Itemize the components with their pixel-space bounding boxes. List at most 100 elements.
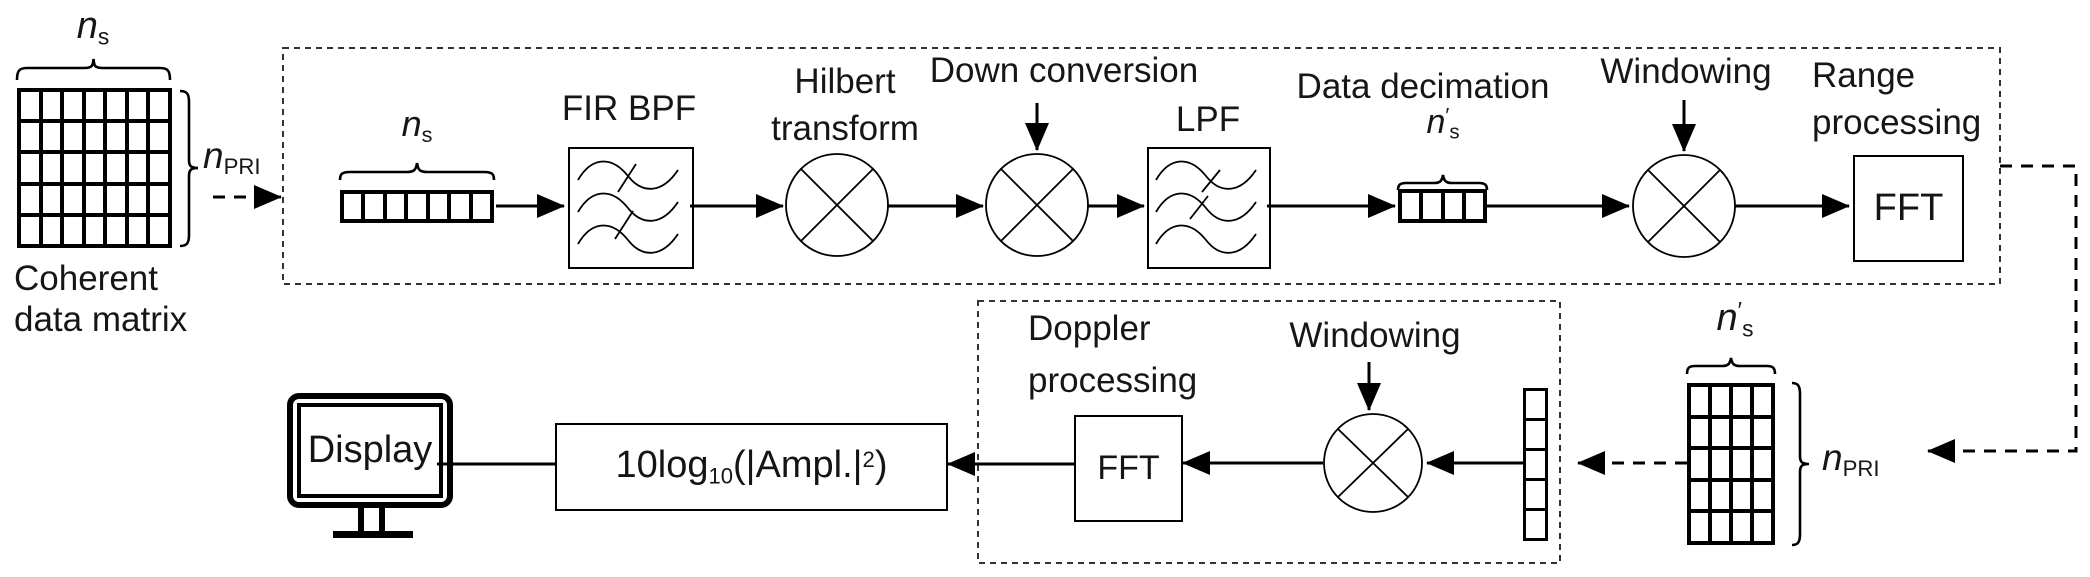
matrix-cell: [1712, 387, 1729, 415]
data-decimation-title: Data decimation: [1296, 67, 1550, 106]
matrix-cell: [365, 194, 383, 219]
range-profile-matrix-grid: [1687, 383, 1775, 545]
monitor-stand-pole: [358, 506, 385, 532]
matrix-cell: [128, 92, 147, 120]
matrix-cell: [128, 123, 147, 151]
matrix-cell: [21, 216, 39, 244]
range-processing-dashed-box: [282, 47, 2001, 285]
matrix-cell: [1733, 513, 1750, 541]
dashed-arrow-range-to-doppler-matrix: [1927, 164, 2078, 463]
lowpass-filter-icon: [1155, 160, 1257, 254]
matrix-cell: [42, 216, 61, 244]
flow-arrows: [437, 100, 1850, 476]
windowing-mixer-top-icon: [1632, 154, 1736, 258]
matrix-cell: [150, 216, 168, 244]
matrix-cell: [1691, 418, 1708, 447]
vector2-label: n′s: [1426, 103, 1460, 144]
matrix-cell: [451, 194, 469, 219]
matrix-cell: [64, 216, 82, 244]
doppler-fft-label: FFT: [1097, 449, 1160, 487]
matrix-cell: [429, 194, 448, 219]
down-conversion-mixer-icon: [985, 153, 1089, 257]
dashed-flow-arrows: [213, 164, 2078, 475]
matrix-cell: [386, 194, 405, 219]
matrix1-rows-label: nPRI: [203, 135, 261, 180]
matrix-cell: [1526, 391, 1545, 418]
matrix-cell: [1733, 418, 1750, 447]
lpf-block: [1147, 147, 1271, 269]
doppler-fft-block: FFT: [1074, 415, 1183, 522]
matrix-cell: [1754, 481, 1771, 510]
matrix-cell: [107, 154, 125, 182]
bandpass-filter-icon: [577, 160, 679, 254]
matrix2-cols-label: n′s: [1716, 297, 1754, 342]
display-label: Display: [307, 429, 433, 471]
matrix-cell: [150, 92, 168, 120]
matrix-cell: [1423, 193, 1441, 219]
matrix-cell: [1754, 450, 1771, 478]
matrix2-rows-label: nPRI: [1822, 437, 1880, 482]
brace-vector1: [338, 162, 496, 181]
matrix-cell: [1712, 481, 1729, 510]
matrix-cell: [21, 123, 39, 151]
sample-vector-grid: [340, 190, 494, 223]
matrix-cell: [150, 154, 168, 182]
matrix-cell: [42, 92, 61, 120]
matrix-cell: [1733, 450, 1750, 478]
matrix-cell: [85, 185, 104, 213]
matrix-cell: [1754, 513, 1771, 541]
mixers: [785, 153, 1736, 513]
matrix-cell: [42, 154, 61, 182]
matrix-cell: [1712, 513, 1729, 541]
matrix-cell: [1754, 418, 1771, 447]
windowing-bottom-title: Windowing: [1289, 316, 1461, 355]
matrix-cell: [107, 123, 125, 151]
matrix-cell: [1691, 387, 1708, 415]
doppler-processing-dashed-box: [977, 300, 1561, 564]
matrix-cell: [1691, 513, 1708, 541]
matrix-cell: [42, 123, 61, 151]
matrix-cell: [85, 123, 104, 151]
fir-bpf-block: [568, 147, 694, 269]
matrix-cell: [64, 154, 82, 182]
matrix-cell: [64, 185, 82, 213]
matrix-cell: [107, 216, 125, 244]
matrix-cell: [128, 154, 147, 182]
matrix-cell: [64, 123, 82, 151]
monitor-stand-base: [333, 531, 413, 538]
matrix-cell: [128, 185, 147, 213]
display-monitor-icon: Display: [287, 393, 453, 508]
brace-matrix1-cols: [15, 58, 172, 81]
matrix-cell: [42, 185, 61, 213]
brace-matrix1-rows: [179, 89, 199, 248]
matrix-cell: [344, 194, 362, 219]
matrix-cell: [1691, 481, 1708, 510]
brace-matrix2-rows: [1791, 381, 1810, 547]
matrix-cell: [472, 194, 490, 219]
matrix-cell: [408, 194, 426, 219]
log-magnitude-formula: 10log10(|Ampl.|2): [615, 444, 888, 489]
matrix-cell: [21, 92, 39, 120]
lpf-title: LPF: [1175, 100, 1241, 139]
matrix-cell: [85, 216, 104, 244]
matrix-cell: [1465, 193, 1483, 219]
matrix-cell: [1733, 481, 1750, 510]
filter-glyphs: [577, 160, 1257, 254]
matrix-cell: [1691, 450, 1708, 478]
matrix-cell: [107, 92, 125, 120]
matrix-cell: [1526, 481, 1545, 508]
brace-matrix2-cols: [1685, 357, 1777, 375]
matrix-cell: [1402, 193, 1420, 219]
matrix-cell: [1733, 387, 1750, 415]
matrix-cell: [1526, 451, 1545, 478]
brace-vector2: [1396, 174, 1489, 191]
matrix-cell: [1526, 511, 1545, 538]
coherent-data-matrix-grid: [17, 88, 172, 248]
down-conversion-title: Down conversion: [929, 51, 1199, 90]
